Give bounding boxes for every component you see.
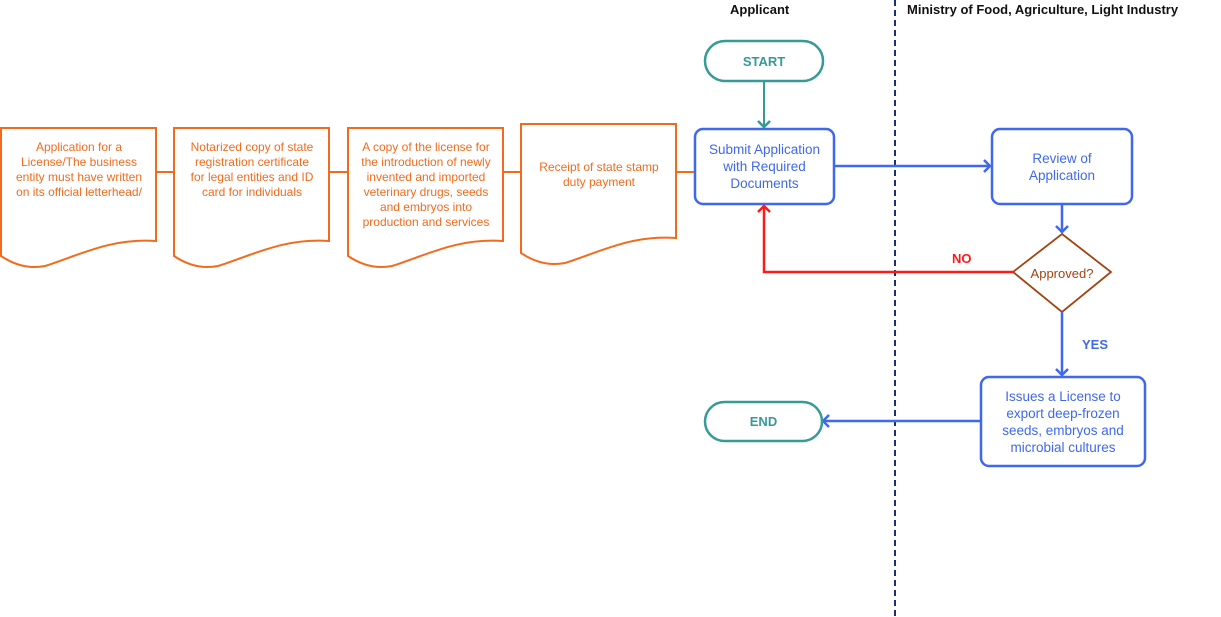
review-label: Review of Application [1028, 150, 1096, 183]
document-shape-4[interactable] [520, 123, 677, 265]
edge-label-yes: YES [1082, 337, 1109, 352]
end-label: END [749, 414, 778, 429]
issue-label: Issues a License to export deep-frozen s… [1002, 388, 1124, 455]
document-shape-1[interactable] [0, 127, 157, 268]
document-shape-3[interactable] [347, 127, 504, 268]
decision-label: Approved? [1030, 265, 1094, 281]
start-label: START [742, 53, 786, 69]
submit-label: Submit Application with Required Documen… [708, 142, 821, 191]
edge-label-no: NO [952, 251, 972, 266]
lane-title-applicant: Applicant [730, 2, 790, 17]
document-3-label: A copy of the license for the introducti… [361, 140, 491, 229]
document-2-label: Notarized copy of state registration cer… [190, 140, 314, 199]
document-4-label: Receipt of state stamp duty payment [539, 160, 659, 189]
lane-title-ministry: Ministry of Food, Agriculture, Light Ind… [907, 2, 1179, 17]
edge-no-to-submit [757, 204, 1013, 274]
end-terminal-shape[interactable] [703, 400, 824, 443]
document-shape-2[interactable] [173, 127, 330, 268]
document-1-label: Application for a License/The business e… [15, 140, 143, 199]
